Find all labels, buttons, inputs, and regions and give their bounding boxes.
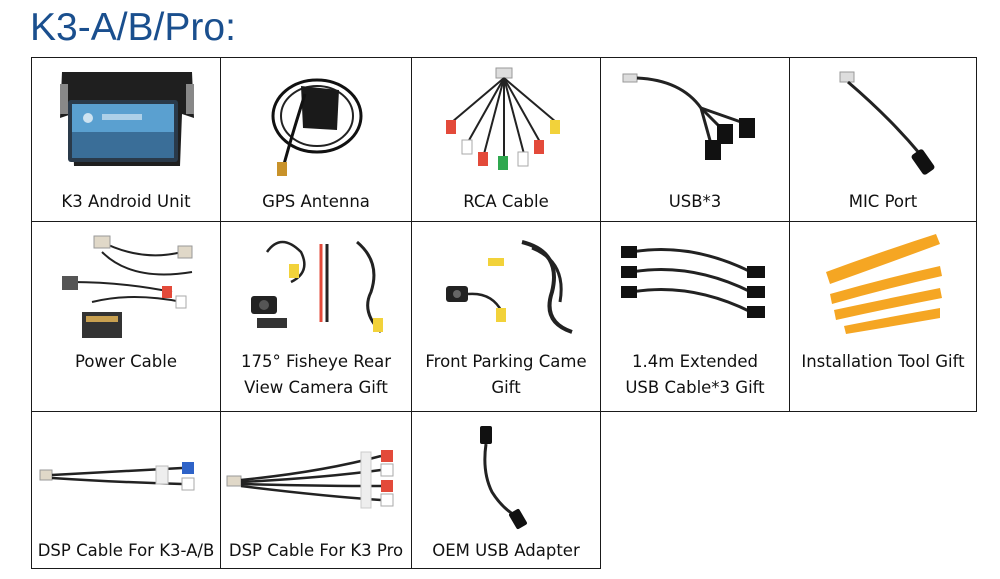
item-label: OEM USB Adapter [432, 541, 580, 560]
accessories-grid: K3 Android Unit GPS Antenna [31, 57, 977, 569]
front-camera-icon [446, 240, 573, 334]
item-rear-camera: 175° Fisheye Rear View Camera Gift [220, 221, 412, 412]
item-installation-tool: Installation Tool Gift [789, 221, 977, 412]
rca-cable-icon [446, 67, 560, 170]
dsp-cable-icon [39, 462, 195, 491]
item-label: MIC Port [848, 192, 918, 211]
rear-camera-icon [251, 240, 383, 334]
item-label: GPS Antenna [262, 192, 370, 211]
item-label: K3 Android Unit [61, 192, 191, 211]
usb-extension-icon [621, 246, 765, 318]
item-gps-antenna: GPS Antenna [220, 57, 412, 222]
item-power-cable: Power Cable [31, 221, 221, 412]
pry-tools-icon [826, 234, 942, 334]
page-title: K3-A/B/Pro: [30, 6, 236, 49]
usb-cable-icon [622, 73, 755, 160]
item-label-line1: Front Parking Came [425, 352, 587, 371]
item-oem-usb-adapter: OEM USB Adapter [411, 411, 601, 569]
power-cable-icon [62, 235, 193, 338]
oem-usb-adapter-icon [480, 426, 527, 530]
item-front-camera: Front Parking Came Gift [411, 221, 601, 412]
android-unit-icon [60, 72, 194, 166]
item-rca-cable: RCA Cable [411, 57, 601, 222]
mic-port-icon [839, 71, 935, 175]
item-label: RCA Cable [463, 192, 549, 211]
item-label: Installation Tool Gift [801, 352, 965, 371]
item-dsp-cable-k3-ab: DSP Cable For K3-A/B [31, 411, 221, 569]
item-label: USB*3 [668, 192, 722, 211]
item-mic-port: MIC Port [789, 57, 977, 222]
item-usb-3: USB*3 [600, 57, 790, 222]
item-label-line2: USB Cable*3 Gift [625, 378, 765, 397]
item-label: DSP Cable For K3-A/B [37, 541, 215, 560]
item-label-line2: Gift [491, 378, 521, 397]
item-label-line1: 175° Fisheye Rear [241, 352, 391, 371]
item-dsp-cable-k3-pro: DSP Cable For K3 Pro [220, 411, 412, 569]
item-label: Power Cable [75, 352, 177, 371]
dsp-cable-pro-icon [226, 450, 394, 509]
item-label-line2: View Camera Gift [244, 378, 388, 397]
item-usb-extension: 1.4m Extended USB Cable*3 Gift [600, 221, 790, 412]
item-label: DSP Cable For K3 Pro [228, 541, 404, 560]
item-k3-android-unit: K3 Android Unit [31, 57, 221, 222]
item-label-line1: 1.4m Extended [632, 352, 758, 371]
gps-antenna-icon [271, 78, 363, 176]
